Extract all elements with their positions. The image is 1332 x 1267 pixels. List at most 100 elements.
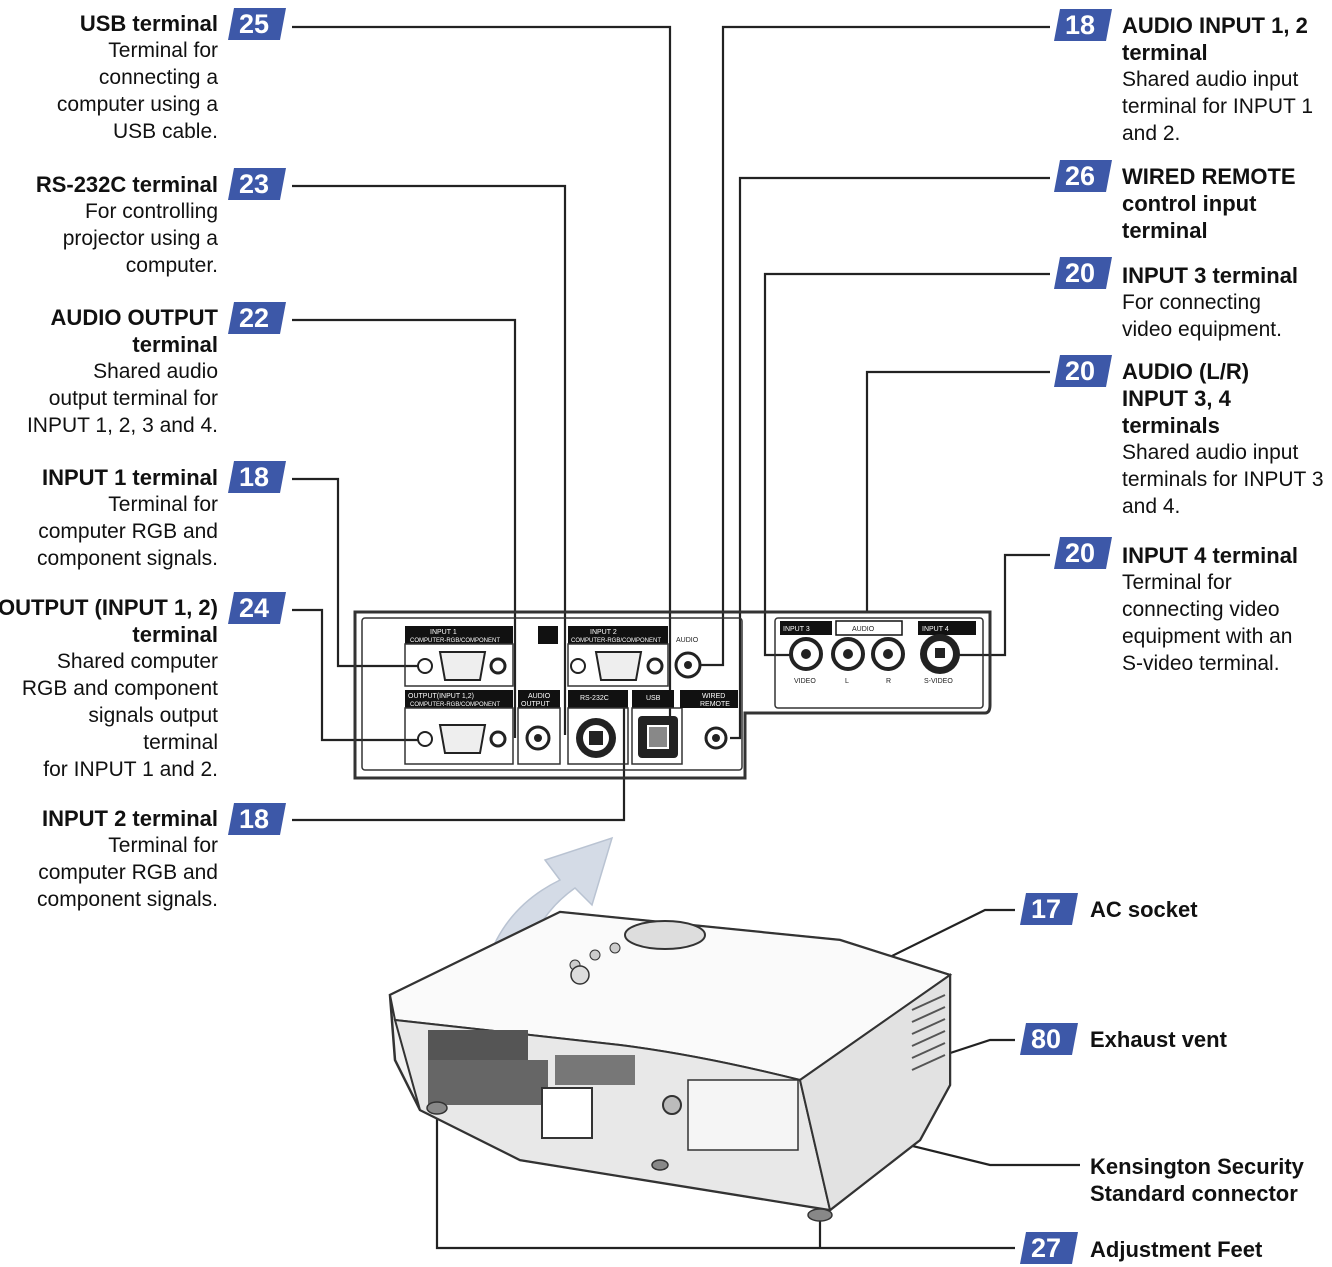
label-input4-terminal: INPUT 4 terminal Terminal for connecting… [1122, 542, 1330, 677]
audio34-title2: INPUT 3, 4 [1122, 386, 1231, 411]
wired-remote-title: WIRED REMOTE [1122, 164, 1296, 189]
leader-output [292, 608, 418, 742]
panel-rs232c: RS-232C [580, 695, 609, 702]
input2-port [538, 626, 669, 687]
page-badge-20b: 20 [1054, 355, 1112, 387]
desc-line: connecting a [98, 66, 218, 89]
panel-usb: USB [646, 695, 661, 702]
badge-number: 23 [238, 169, 270, 199]
desc-line: computer using a [56, 93, 218, 116]
panel-input1: INPUT 1 [430, 629, 457, 636]
desc-line: Terminal for [1122, 571, 1232, 594]
panel-l: L [845, 678, 849, 685]
leader-kensington [879, 1136, 1080, 1167]
desc-line: terminal [143, 731, 218, 754]
label-usb-terminal: USB terminal Terminal for connecting a c… [0, 10, 218, 145]
panel-input4: INPUT 4 [922, 626, 949, 633]
desc-line: and 2. [1122, 122, 1181, 145]
badge-number: 24 [238, 593, 270, 623]
panel-r: R [886, 678, 891, 685]
desc-line: Terminal for [108, 39, 218, 62]
page-badge-18b: 18 [228, 803, 286, 835]
page-badge-23: 23 [228, 168, 286, 200]
page-badge-26: 26 [1054, 160, 1112, 192]
leader-feet [435, 1110, 1015, 1250]
audio34-title3: terminals [1122, 413, 1220, 438]
page-badge-17: 17 [1020, 893, 1078, 925]
page-badge-27: 27 [1020, 1232, 1078, 1264]
kensington-title: Kensington Security [1090, 1154, 1304, 1179]
leader-rs232c [292, 184, 567, 735]
badge-number: 20 [1064, 258, 1096, 288]
label-adjustment-feet: Adjustment Feet [1090, 1236, 1330, 1263]
output-title2: terminal [132, 622, 218, 647]
leader-wired-remote [730, 176, 1050, 740]
projector-body [388, 910, 953, 1222]
desc-line: connecting video [1122, 598, 1280, 621]
desc-line: Shared computer [56, 650, 218, 673]
label-kensington: Kensington Security Standard connector [1090, 1153, 1330, 1207]
panel-wired: WIRED [702, 693, 725, 700]
label-input1-terminal: INPUT 1 terminal Terminal for computer R… [0, 464, 218, 572]
panel-audio-out2: OUTPUT [521, 701, 551, 708]
audio-input-title: AUDIO INPUT 1, 2 [1122, 13, 1308, 38]
wired-remote-title2: control input [1122, 191, 1257, 216]
page-badge-20: 20 [1054, 257, 1112, 289]
desc-line: S-video terminal. [1122, 652, 1280, 675]
audio34-title: AUDIO (L/R) [1122, 359, 1250, 384]
audio-output-title: AUDIO OUTPUT [50, 305, 218, 330]
panel-video: VIDEO [794, 678, 816, 685]
desc-line: Terminal for [108, 493, 218, 516]
audio-output-title2: terminal [132, 332, 218, 357]
panel-audio-out: AUDIO [528, 693, 551, 700]
panel-output: OUTPUT(INPUT 1,2) [408, 693, 474, 700]
badge-number: 18 [238, 462, 270, 492]
label-exhaust-vent: Exhaust vent [1090, 1026, 1330, 1053]
desc-line: computer RGB and [38, 861, 218, 884]
usb-terminal-title: USB terminal [79, 11, 218, 36]
page-badge-24: 24 [228, 592, 286, 624]
input4-title: INPUT 4 terminal [1122, 543, 1299, 568]
label-audio34-terminals: AUDIO (L/R) INPUT 3, 4 terminals Shared … [1122, 358, 1330, 520]
panel-audio34: AUDIO [852, 626, 875, 633]
page-badge-18: 18 [228, 461, 286, 493]
desc-line: RGB and component [21, 677, 218, 700]
wired-remote-title3: terminal [1122, 218, 1208, 243]
leader-audio-output [292, 318, 517, 738]
leader-audio34 [865, 370, 1050, 612]
page-badge-22: 22 [228, 302, 286, 334]
label-wired-remote: WIRED REMOTE control input terminal [1122, 163, 1330, 244]
badge-number: 17 [1030, 894, 1062, 924]
rs232c-terminal-title: RS-232C terminal [35, 172, 218, 197]
output-port [404, 690, 514, 765]
output-title: OUTPUT (INPUT 1, 2) [0, 595, 218, 620]
desc-line: projector using a [62, 227, 218, 250]
ac-socket-title: AC socket [1090, 897, 1198, 922]
panel-outline [353, 610, 992, 780]
page-badge-20c: 20 [1054, 537, 1112, 569]
badge-number: 20 [1064, 356, 1096, 386]
desc-line: for INPUT 1 and 2. [43, 758, 218, 781]
input3-title: INPUT 3 terminal [1122, 263, 1299, 288]
leader-audio-input [700, 25, 1050, 667]
leader-input3 [763, 272, 1050, 657]
desc-line: Shared audio input [1122, 68, 1299, 91]
adjustment-feet-title: Adjustment Feet [1090, 1237, 1263, 1262]
leader-exhaust [934, 1038, 1015, 1060]
badge-number: 80 [1030, 1024, 1062, 1054]
desc-line: USB cable. [112, 120, 218, 143]
badge-number: 18 [1064, 10, 1096, 40]
desc-line: Shared audio input [1122, 441, 1299, 464]
desc-line: equipment with an [1122, 625, 1293, 648]
input1-port [404, 626, 514, 687]
desc-line: and 4. [1122, 495, 1181, 518]
label-audio-output-terminal: AUDIO OUTPUT terminal Shared audio outpu… [0, 304, 218, 439]
label-rs232c-terminal: RS-232C terminal For controlling project… [0, 171, 218, 279]
leader-input2 [292, 690, 626, 822]
label-input2-terminal: INPUT 2 terminal Terminal for computer R… [0, 805, 218, 913]
kensington-title2: Standard connector [1090, 1181, 1298, 1206]
panel-remote: REMOTE [700, 701, 730, 708]
badge-number: 18 [238, 804, 270, 834]
badge-number: 26 [1064, 161, 1096, 191]
